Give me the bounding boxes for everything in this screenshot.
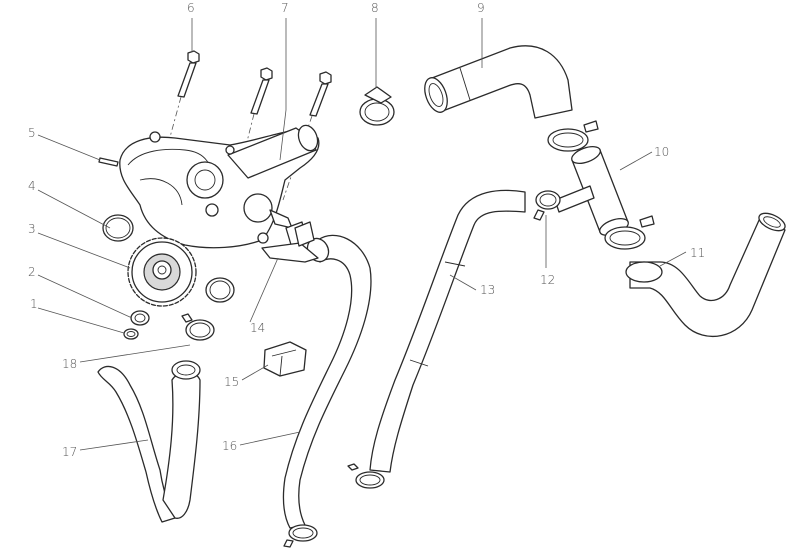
washer-2 <box>130 310 150 326</box>
coolant-hose-17 <box>97 360 201 523</box>
bolt-right <box>309 71 332 117</box>
hose-clamp-lower-right <box>604 215 655 250</box>
hose-clamp-12 <box>533 190 561 221</box>
fitting-14 <box>261 221 319 263</box>
callout-13: 13 <box>480 283 495 297</box>
coolant-hose-13 <box>369 189 526 473</box>
callout-6: 6 <box>187 1 195 15</box>
callout-labels: 1 2 3 4 5 6 7 8 9 10 11 12 13 14 15 16 1… <box>28 1 705 459</box>
circlip-1 <box>123 328 139 340</box>
hose-clamp-8 <box>359 86 395 126</box>
bolt-6 <box>177 50 200 98</box>
callout-10: 10 <box>654 145 669 159</box>
water-pump-housing <box>119 124 320 249</box>
hose-clamp-16-bottom <box>283 524 318 548</box>
callout-9: 9 <box>477 1 485 15</box>
hose-clamp-18 <box>181 313 215 341</box>
callout-8: 8 <box>371 1 379 15</box>
callout-5: 5 <box>28 126 36 140</box>
callout-17: 17 <box>62 445 77 459</box>
bolt-center <box>250 67 273 115</box>
o-ring-lower <box>205 277 235 303</box>
radiator-hose-9 <box>424 45 573 119</box>
callout-12: 12 <box>540 273 555 287</box>
radiator-hose-11 <box>625 212 786 338</box>
callout-14: 14 <box>250 321 265 335</box>
callout-7: 7 <box>281 1 289 15</box>
hose-clip-15 <box>263 341 307 377</box>
leader-lines <box>37 18 687 451</box>
t-connector-10 <box>554 146 629 236</box>
callout-4: 4 <box>28 179 36 193</box>
callout-18: 18 <box>62 357 77 371</box>
o-ring-4 <box>102 214 134 242</box>
callout-15: 15 <box>224 375 239 389</box>
callout-11: 11 <box>690 246 705 260</box>
hose-clamp-13-bottom <box>347 463 385 489</box>
callout-16: 16 <box>222 439 237 453</box>
pin-5 <box>98 157 119 167</box>
callout-3: 3 <box>28 222 36 236</box>
callout-2: 2 <box>28 265 36 279</box>
impeller-gear-3 <box>127 237 197 307</box>
callout-1: 1 <box>30 297 38 311</box>
hose-clamp-upper-right <box>547 120 599 152</box>
